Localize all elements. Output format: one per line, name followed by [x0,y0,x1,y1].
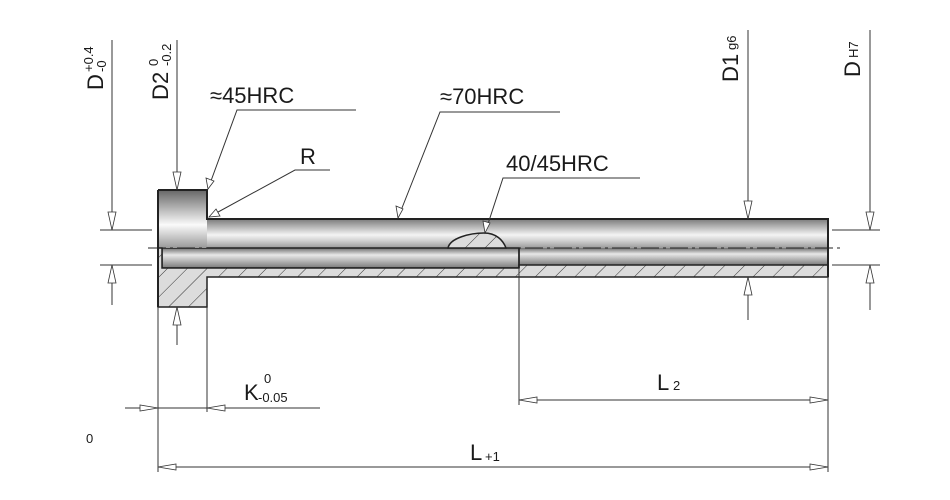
svg-text:K: K [244,380,259,405]
svg-text:D: D [718,66,743,82]
svg-text:L: L [657,370,669,395]
pin-body [148,189,840,308]
radius-label: R [300,144,316,169]
svg-text:0: 0 [86,431,93,446]
svg-text:g6: g6 [724,36,739,50]
dim-L2-label: L 2 [657,370,680,395]
svg-text:0: 0 [146,59,161,66]
leaders [205,109,640,235]
dim-L-label: L 0 +1 [86,431,500,465]
dim-K-label: K 0 -0.05 [244,371,288,405]
svg-text:-0.2: -0.2 [159,44,174,66]
core-zone [447,232,508,249]
svg-text:D: D [83,74,108,90]
svg-text:L: L [470,440,482,465]
dim-D2-label: D 2 0 -0.2 [146,44,174,100]
svg-text:2: 2 [673,378,680,393]
svg-text:0: 0 [264,371,271,386]
hardness-head-label: ≈45HRC [210,83,294,108]
svg-text:-0.05: -0.05 [258,390,288,405]
svg-text:D: D [840,61,865,77]
hardness-shaft-label: ≈70HRC [440,84,524,109]
svg-text:1: 1 [718,54,743,66]
dim-D-label: D +0.4 -0 [81,46,109,90]
dim-D1-label: D 1 g6 [718,36,743,82]
dimension-lines [100,30,880,472]
dim-DH7-label: D H7 [840,41,865,77]
svg-text:2: 2 [148,72,173,84]
svg-text:H7: H7 [846,41,861,58]
svg-text:-0: -0 [94,60,109,72]
svg-text:+0.4: +0.4 [81,46,96,72]
svg-text:+1: +1 [485,449,500,464]
hardness-core-label: 40/45HRC [506,151,609,176]
svg-text:D: D [148,84,173,100]
